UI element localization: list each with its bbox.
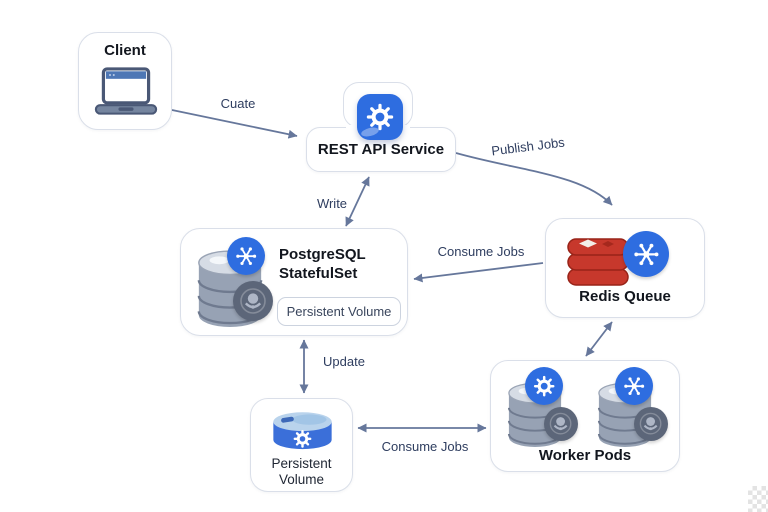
gear-icon [357, 94, 403, 140]
hub-icon [227, 237, 265, 275]
edge-label-update: Update [323, 354, 365, 369]
hub-icon [615, 367, 653, 405]
edge-api-redis [455, 152, 613, 206]
pv-title-line1: Persistent [271, 456, 332, 471]
pod-mascot-icon [544, 407, 578, 441]
volume-cylinder-gear-icon [273, 412, 332, 450]
gear-icon [525, 367, 563, 405]
edge-label-consume-jobs-mid: Consume Jobs [437, 244, 525, 259]
pv-title-line2: Volume [278, 472, 325, 487]
hub-icon [623, 231, 669, 277]
api-node: REST API Service [306, 127, 456, 172]
postgres-title-line1: PostgreSQL [279, 246, 366, 263]
persistent-volume-node: Persistent Volume [250, 398, 353, 492]
pod-mascot-icon [634, 407, 668, 441]
edge-label-consume-jobs-bottom: Consume Jobs [381, 439, 469, 454]
laptop-icon [94, 67, 158, 115]
edge-client-api [171, 109, 298, 139]
edge-label-create: Cuate [220, 96, 256, 111]
postgres-title-line2: StatefulSet [279, 265, 358, 282]
edge-redis-postgres [413, 262, 544, 283]
redis-node: Redis Queue [545, 218, 705, 318]
postgres-title: PostgreSQL StatefulSet [279, 245, 366, 283]
persistent-volume-pill: Persistent Volume [277, 297, 401, 326]
redis-database-icon [567, 238, 629, 286]
postgres-node: PostgreSQL StatefulSet Persistent Volume [180, 228, 408, 336]
persistent-volume-title: Persistent Volume [251, 456, 352, 488]
client-title: Client [104, 42, 146, 59]
transparency-checker-artifact [748, 486, 768, 512]
workers-title: Worker Pods [538, 447, 632, 464]
api-title: REST API Service [317, 141, 445, 158]
pod-mascot-icon [233, 281, 273, 321]
edge-postgres-api [345, 176, 370, 227]
client-node: Client [78, 32, 172, 130]
redis-title: Redis Queue [579, 288, 671, 305]
workers-node: Worker Pods [490, 360, 680, 472]
edge-redis-workers [585, 321, 613, 357]
edge-label-write: Write [316, 196, 348, 211]
